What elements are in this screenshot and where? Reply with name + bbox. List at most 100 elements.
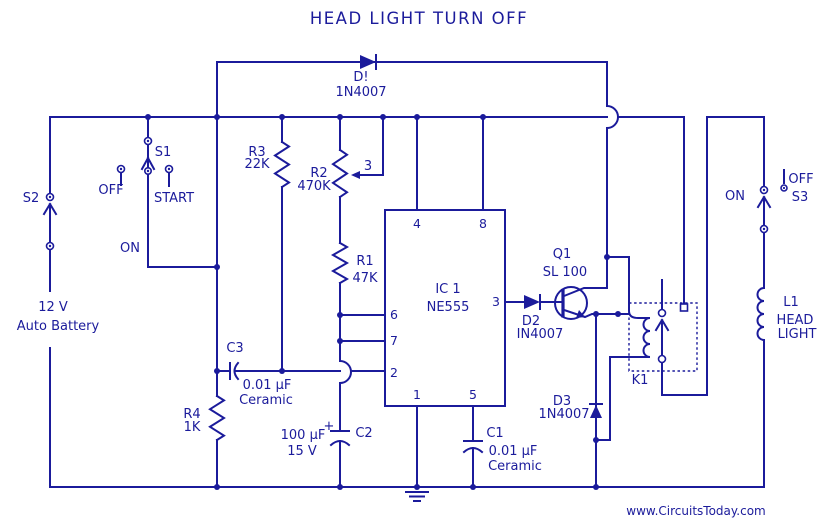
c1-value-label: 0.01 μF — [489, 444, 538, 459]
l1-light-label: LIGHT — [778, 327, 817, 342]
junction-dot — [145, 114, 151, 120]
ic-ne555 — [339, 116, 525, 488]
wiring — [49, 61, 765, 488]
junction-dot — [337, 338, 343, 344]
switch-s1 — [116, 116, 218, 268]
s2-contact-top-dot — [48, 195, 52, 199]
d3-diode-icon — [590, 405, 602, 418]
q1-name-label: Q1 — [553, 247, 572, 262]
s1-label: S1 — [155, 145, 172, 160]
s2-contact-bottom-dot — [48, 244, 52, 248]
ic-pin6-label: 6 — [390, 307, 398, 322]
relay-coil-wire — [595, 256, 651, 441]
junction-dot — [337, 312, 343, 318]
ic-pin4-label: 4 — [413, 216, 421, 231]
ic-body — [384, 209, 506, 407]
r3-value-label: 22K — [244, 157, 270, 172]
q1-emitter-wire — [562, 308, 629, 319]
r4-value-label: 1K — [184, 420, 201, 435]
d2-diode-icon — [524, 295, 540, 309]
s3-on-label: ON — [725, 189, 745, 204]
junction-dot — [604, 254, 610, 260]
watermark-link[interactable]: www.CircuitsToday.com — [626, 504, 765, 518]
junction-dot — [279, 368, 285, 374]
junction-dot — [214, 484, 220, 490]
r1-zigzag-icon — [330, 241, 350, 285]
r2-zigzag-icon — [331, 148, 349, 199]
c3-value-label: 0.01 μF — [243, 378, 292, 393]
s1-contact-top-dot — [146, 139, 150, 143]
r3-name-label: R3 — [248, 145, 265, 160]
c2-rating-label: 15 V — [287, 444, 317, 459]
q1-emitter-arrow-icon — [576, 310, 585, 318]
d3-name-label: D3 — [553, 394, 571, 409]
q1-value-label: SL 100 — [543, 265, 587, 280]
d1-name-label: D! — [353, 70, 368, 85]
headlight-l1 — [756, 286, 766, 488]
c2-polarity-label: + — [324, 419, 335, 434]
r1-value-label: 47K — [352, 271, 378, 286]
r2-name-label: R2 — [310, 166, 327, 181]
c1-type-label: Ceramic — [488, 459, 542, 474]
s3-off-label: OFF — [788, 172, 813, 187]
s1-on-label: ON — [120, 241, 140, 256]
s3-contact-mid-dot — [762, 227, 766, 231]
c3-name-label: C3 — [226, 341, 243, 356]
junction-dot — [593, 311, 599, 317]
r2-value-label: 470K — [297, 179, 331, 194]
s1-off-label: OFF — [98, 183, 123, 198]
junction-dot — [480, 114, 486, 120]
junction-dot — [214, 368, 220, 374]
junction-dot — [593, 437, 599, 443]
junction-dot — [414, 484, 420, 490]
relay-common-wire — [661, 362, 708, 396]
relay-name-label: K1 — [632, 373, 649, 388]
c2-value-label: 100 μF — [281, 428, 326, 443]
s1-arrow-icon — [140, 156, 156, 171]
s1-start-label: START — [154, 191, 194, 206]
resistor-r1 — [330, 196, 352, 432]
s3-off-dot — [782, 186, 786, 190]
junction-dot — [214, 264, 220, 270]
s1-pivot-dot — [146, 169, 150, 173]
junction-dots — [145, 114, 621, 490]
d2-name-label: D2 — [522, 314, 540, 329]
resistor-r2-pot — [331, 116, 384, 199]
l1-name-label: L1 — [783, 295, 799, 310]
diode-d1 — [360, 54, 377, 70]
resistor-r4 — [208, 394, 226, 442]
r2-tap-label: 3 — [364, 159, 372, 174]
switch-s3 — [756, 116, 788, 289]
r2-tap-wire — [359, 116, 384, 176]
l1-head-label: HEAD — [777, 313, 814, 328]
junction-dot — [615, 311, 621, 317]
s1-pole-stem — [147, 144, 218, 268]
q1-body-circle — [554, 286, 588, 320]
ic-name-label: IC 1 — [435, 282, 460, 297]
ic-pin7-label: 7 — [390, 333, 398, 348]
d1-value-label: 1N4007 — [335, 85, 386, 100]
junction-dot — [337, 484, 343, 490]
diode-d2 — [524, 294, 564, 310]
s3-arrow-icon — [756, 195, 772, 209]
relay-contact-top — [657, 308, 667, 318]
switch-s2 — [42, 116, 58, 292]
s1-start-dot — [167, 167, 171, 171]
battery-voltage-label: 12 V — [38, 300, 68, 315]
relay-contact-bottom — [657, 354, 667, 364]
s3-label: S3 — [792, 190, 809, 205]
c2-name-label: C2 — [355, 426, 372, 441]
l1-coil-icon — [756, 286, 766, 342]
s3-contact-top-dot — [762, 188, 766, 192]
collector-supply-wire-with-hop — [606, 61, 619, 258]
battery-name-label: Auto Battery — [17, 319, 100, 334]
d1-diode-icon — [360, 55, 376, 69]
junction-dot — [214, 114, 220, 120]
ic-pin2-label: 2 — [390, 365, 398, 380]
c3-type-label: Ceramic — [239, 393, 293, 408]
page-title: HEAD LIGHT TURN OFF — [310, 9, 528, 28]
r1-name-label: R1 — [356, 254, 373, 269]
junction-dot — [380, 114, 386, 120]
